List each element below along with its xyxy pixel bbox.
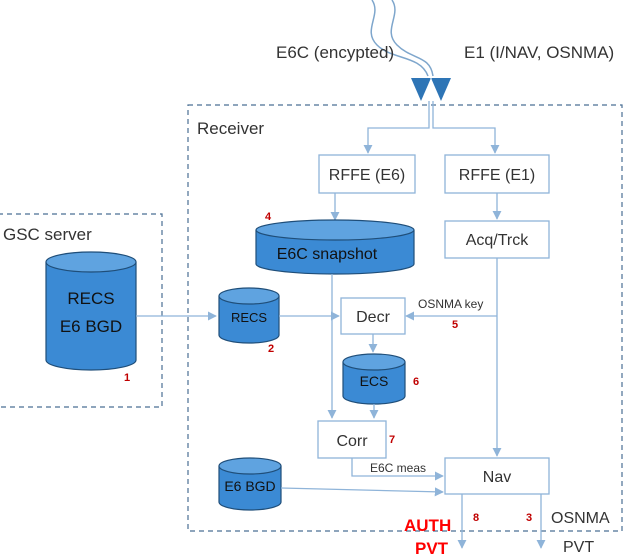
acq-trck-box	[444, 220, 550, 259]
gsc-recs-label-line1: RECS	[67, 289, 114, 308]
corr-box	[317, 420, 387, 459]
antenna-icon	[411, 78, 451, 101]
arrow-bgd-nav	[280, 487, 444, 497]
corr-label: Corr	[336, 433, 368, 450]
signal-wave-2	[390, 0, 434, 77]
arrow-corr-nav	[351, 458, 444, 481]
marker-7: 7	[389, 434, 395, 446]
rffe-e1-box	[444, 154, 550, 194]
recs-cylinder	[218, 287, 280, 344]
auth-output-label: AUTH	[404, 516, 451, 535]
ecs-cylinder	[342, 353, 406, 405]
marker-1: 1	[124, 372, 130, 384]
recs-label: RECS	[231, 310, 267, 325]
acq-trck-label: Acq/Trck	[466, 232, 530, 249]
pvt-red-label: PVT	[415, 539, 449, 558]
e6-bgd-label: E6 BGD	[224, 478, 275, 494]
e6c-snapshot-cylinder	[255, 219, 415, 275]
rffe-e6-box	[318, 154, 416, 194]
receiver-label: Receiver	[197, 119, 264, 138]
arrow-antenna-rffe-e6	[363, 101, 430, 154]
nav-box	[444, 457, 550, 495]
gsc-server-label: GSC server	[3, 225, 92, 244]
signal-wave-1	[370, 0, 429, 77]
arrow-antenna-rffe-e1	[432, 101, 500, 154]
marker-5: 5	[452, 319, 458, 331]
osnma-output-label: OSNMA	[551, 510, 610, 527]
gsc-recs-cylinder	[45, 251, 137, 371]
osnma-key-label: OSNMA key	[418, 297, 483, 311]
e6c-meas-label: E6C meas	[370, 461, 426, 475]
rffe-e1-label: RFFE (E1)	[459, 167, 535, 184]
e6c-signal-label: E6C (encypted)	[276, 43, 394, 62]
pvt-output-label: PVT	[563, 539, 594, 556]
e6-bgd-cylinder	[218, 457, 282, 511]
receiver-container	[187, 104, 623, 532]
rffe-e6-label: RFFE (E6)	[329, 167, 405, 184]
marker-6: 6	[413, 376, 419, 388]
e6c-snapshot-label: E6C snapshot	[277, 246, 378, 263]
marker-4: 4	[265, 211, 272, 223]
marker-2: 2	[268, 343, 274, 355]
gsc-recs-label-line2: E6 BGD	[60, 317, 122, 336]
marker-8: 8	[473, 512, 479, 524]
gsc-server-container	[0, 213, 163, 408]
decr-label: Decr	[356, 309, 390, 326]
ecs-label: ECS	[360, 373, 389, 389]
marker-3: 3	[526, 512, 532, 524]
nav-label: Nav	[483, 469, 511, 486]
e1-signal-label: E1 (I/NAV, OSNMA)	[464, 43, 614, 62]
